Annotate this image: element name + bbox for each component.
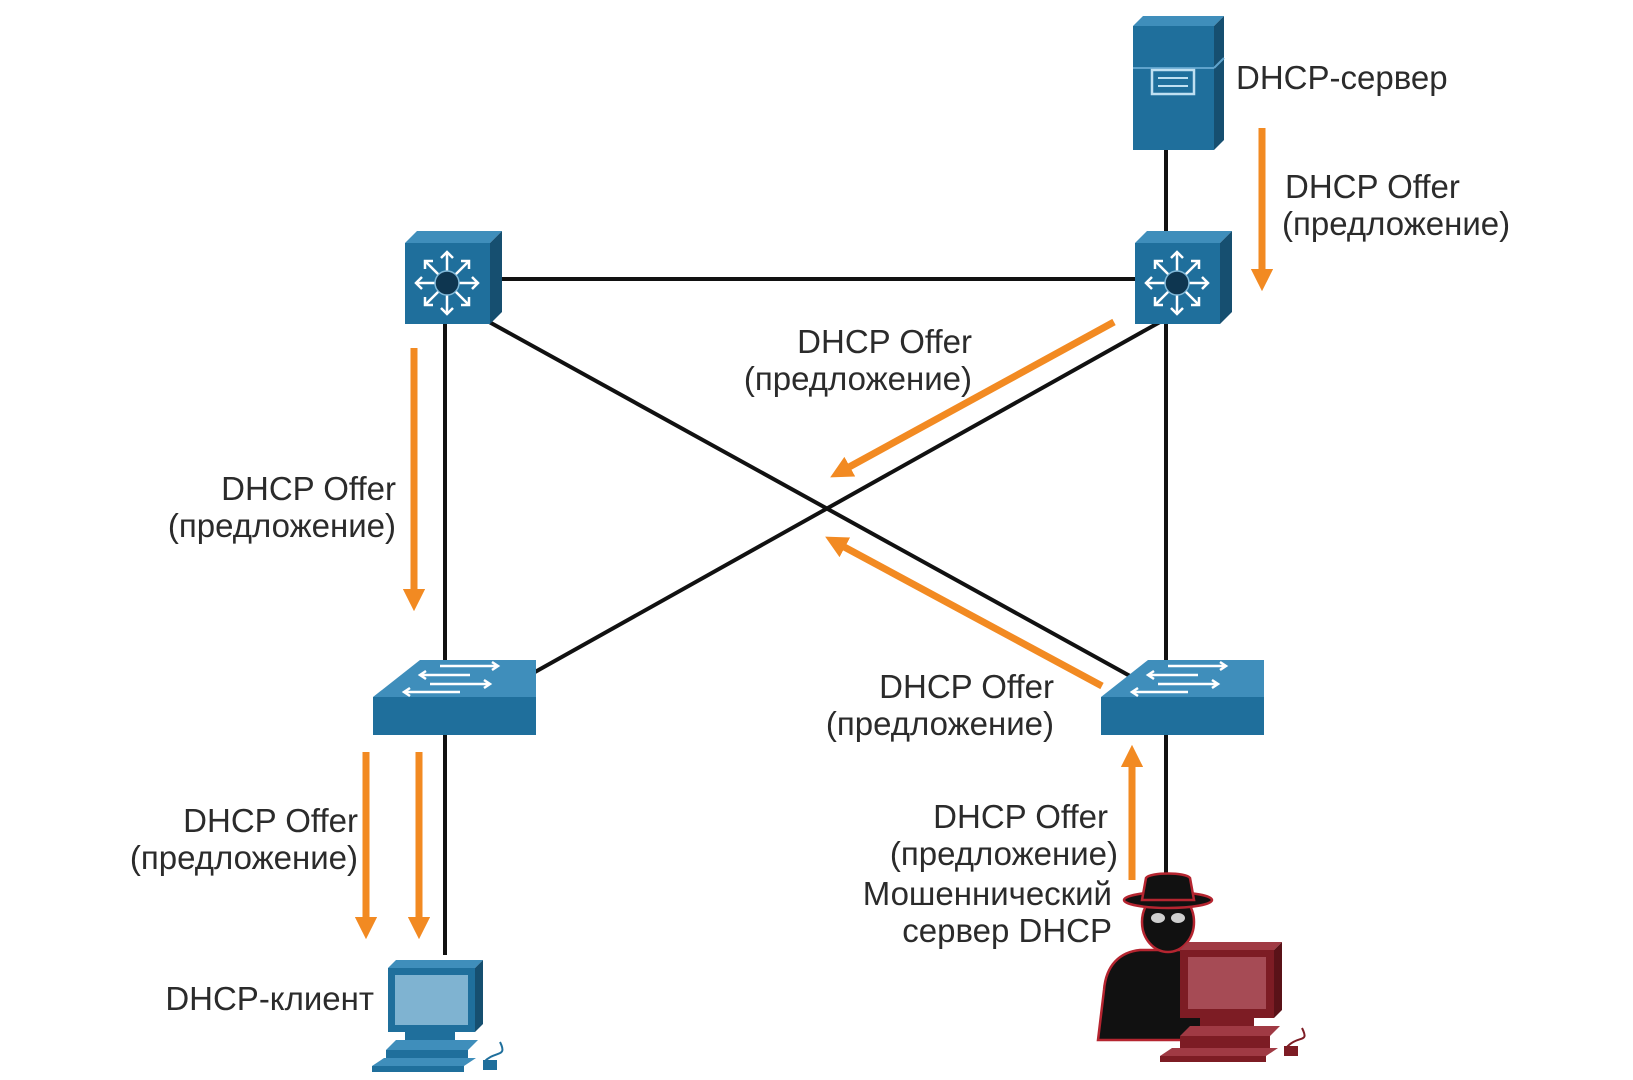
dhcp-server-label: DHCP-сервер [1236, 59, 1448, 96]
access-switch-right-icon [1101, 660, 1264, 735]
access-switch-left-icon [373, 660, 536, 735]
offer-label-left: DHCP Offer [221, 470, 396, 507]
dhcp-server-icon [1133, 16, 1225, 150]
link-core-left-to-access-right [481, 316, 1131, 678]
core-switch-right-icon [1135, 231, 1232, 324]
offer-sublabel-client: (предложение) [130, 839, 358, 876]
link-core-right-to-access-left [509, 320, 1161, 688]
dhcp-client-pc-icon [372, 960, 504, 1072]
offer-sublabel-access-right: (предложение) [826, 705, 1054, 742]
rogue-server-label-line1: Мошеннический [863, 875, 1112, 912]
offer-label-core: DHCP Offer [797, 323, 972, 360]
offer-sublabel-core: (предложение) [744, 360, 972, 397]
offer-label-access-right: DHCP Offer [879, 668, 1054, 705]
offer-label-server: DHCP Offer [1285, 168, 1460, 205]
rogue-dhcp-server-icon [1096, 872, 1306, 1062]
offer-arrows [354, 128, 1274, 940]
offer-sublabel-rogue: (предложение) [890, 835, 1118, 872]
offer-sublabel-server: (предложение) [1282, 205, 1510, 242]
network-links [443, 150, 1168, 955]
dhcp-client-label: DHCP-клиент [165, 980, 374, 1017]
offer-sublabel-left: (предложение) [168, 507, 396, 544]
offer-label-client: DHCP Offer [183, 802, 358, 839]
core-switch-left-icon [405, 231, 502, 324]
arrow-access-right-to-center [825, 536, 1104, 690]
arrow-core-right-to-center [830, 318, 1116, 478]
offer-label-rogue: DHCP Offer [933, 798, 1108, 835]
rogue-server-label-line2: сервер DHCP [902, 912, 1112, 949]
